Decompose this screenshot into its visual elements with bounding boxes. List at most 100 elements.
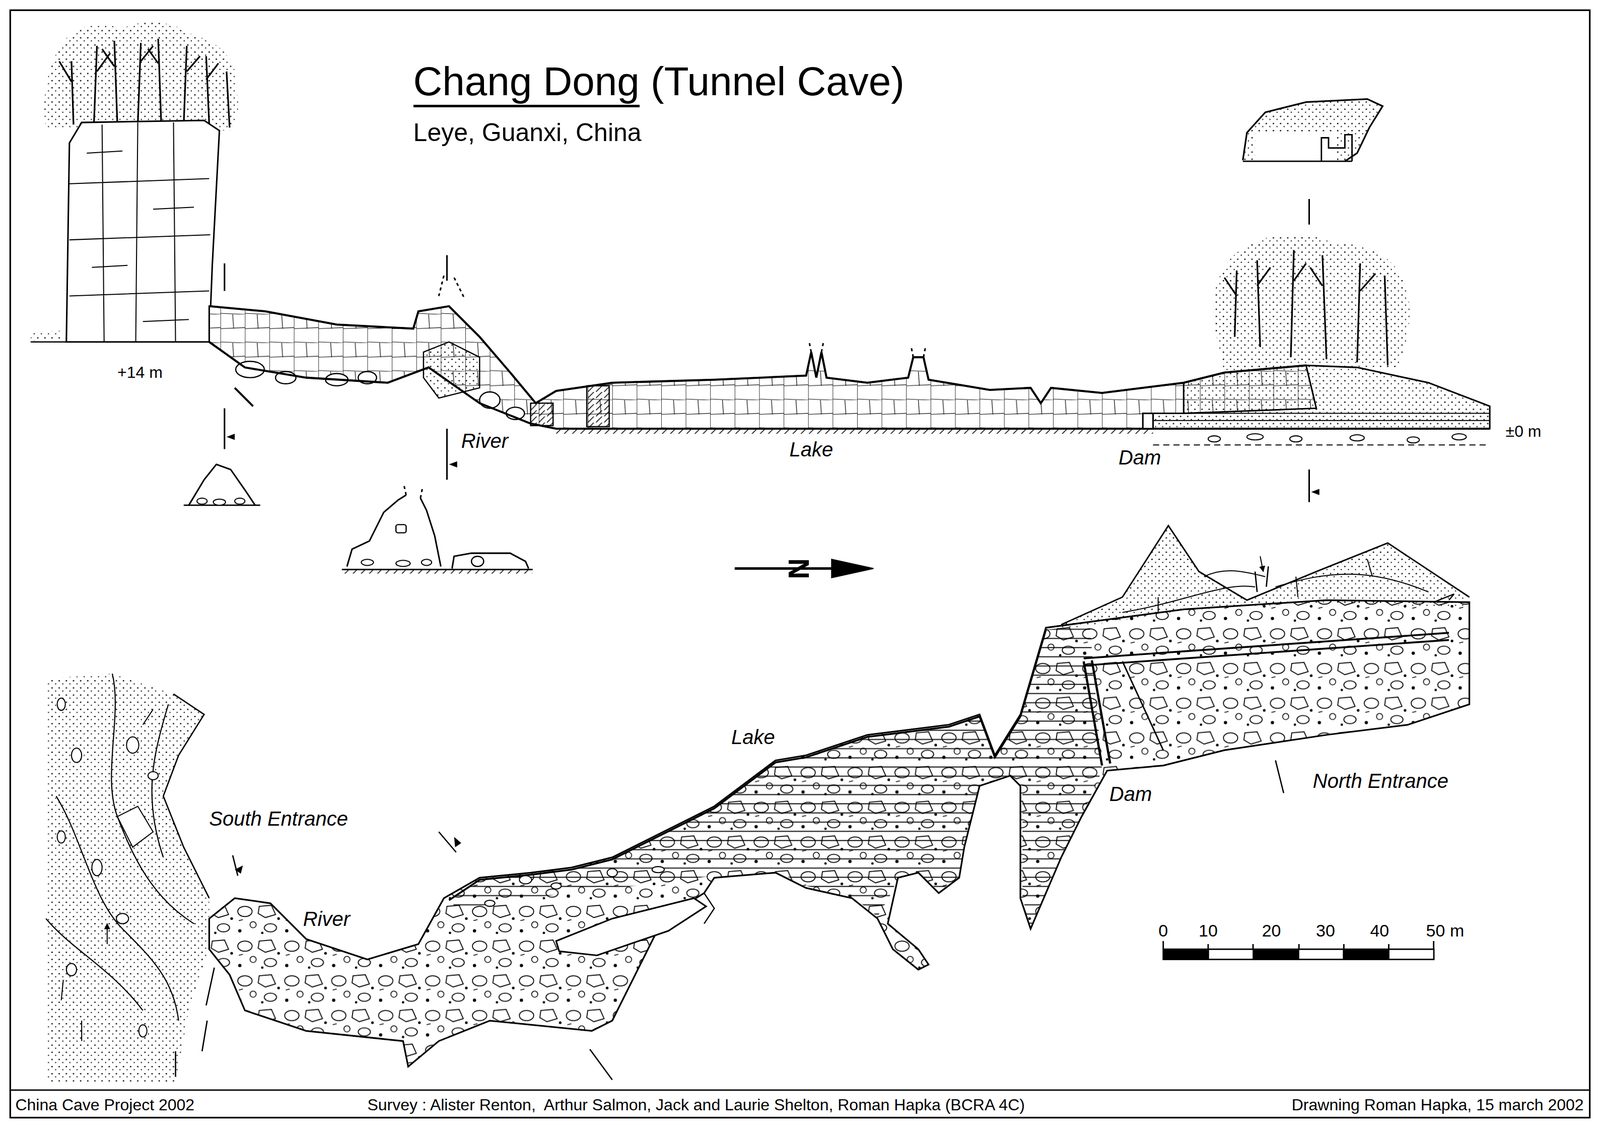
frame bbox=[10, 10, 1590, 1118]
survey-ellipse bbox=[234, 498, 245, 505]
survey-path bbox=[45, 673, 194, 1021]
survey-g bbox=[361, 559, 432, 567]
survey-path bbox=[1153, 365, 1491, 429]
survey-ellipse bbox=[1289, 435, 1302, 442]
survey-path bbox=[449, 629, 1047, 900]
survey-ellipse bbox=[421, 559, 432, 566]
survey-line bbox=[10, 1088, 1590, 1091]
survey-ellipse bbox=[519, 875, 532, 884]
survey-rect bbox=[1343, 948, 1389, 959]
survey-path bbox=[209, 306, 1306, 403]
scale-number: 30 bbox=[1315, 921, 1336, 940]
survey-path bbox=[831, 559, 874, 578]
survey-g bbox=[235, 341, 610, 427]
survey-rect bbox=[1298, 948, 1344, 959]
plan-section bbox=[45, 525, 1470, 1082]
survey-g bbox=[484, 866, 665, 907]
survey-ellipse bbox=[71, 747, 82, 762]
feature-label: North Entrance bbox=[1312, 769, 1449, 792]
survey-path bbox=[438, 275, 465, 299]
footer-text: Survey : Alister Renton, Arthur Salmon, … bbox=[367, 1096, 1025, 1115]
survey-path bbox=[809, 341, 926, 358]
scale-number: 50 m bbox=[1426, 921, 1465, 940]
survey-ellipse bbox=[126, 736, 139, 753]
survey-g bbox=[59, 38, 230, 128]
survey-path bbox=[346, 495, 441, 567]
elevation-label: ±0 m bbox=[1505, 422, 1542, 441]
north-letter: N bbox=[783, 558, 816, 580]
survey-ellipse bbox=[57, 830, 66, 843]
survey-path bbox=[403, 485, 423, 498]
footer-text: China Cave Project 2002 bbox=[15, 1096, 195, 1115]
survey-path bbox=[1061, 525, 1470, 625]
survey-rect bbox=[555, 428, 1153, 434]
survey-path bbox=[555, 897, 707, 955]
survey-rect bbox=[10, 10, 1590, 1118]
survey-path bbox=[30, 334, 62, 337]
survey-path bbox=[209, 599, 1470, 1067]
scale-number: 10 bbox=[1198, 921, 1218, 940]
survey-path bbox=[1122, 570, 1429, 613]
survey-ellipse bbox=[213, 499, 226, 506]
survey-path bbox=[1083, 632, 1449, 666]
survey-path bbox=[1242, 134, 1353, 162]
feature-label: Dam bbox=[1109, 782, 1152, 805]
survey-path bbox=[59, 38, 230, 128]
survey-rect bbox=[530, 402, 554, 426]
survey-path bbox=[163, 693, 210, 898]
survey-g bbox=[1208, 433, 1467, 443]
survey-ellipse bbox=[1407, 436, 1420, 443]
survey-path bbox=[1061, 525, 1470, 630]
survey-path bbox=[1153, 444, 1491, 446]
survey-rect bbox=[1388, 948, 1435, 959]
survey-path bbox=[234, 836, 462, 874]
survey-rect bbox=[341, 569, 533, 574]
survey-ellipse bbox=[116, 913, 129, 924]
survey-rect bbox=[586, 385, 610, 427]
survey-path bbox=[66, 120, 220, 342]
subtitle: Leye, Guanxi, China bbox=[413, 118, 642, 147]
survey-g bbox=[196, 498, 245, 506]
survey-ellipse bbox=[91, 859, 102, 876]
survey-path bbox=[30, 341, 220, 345]
survey-rect bbox=[1208, 948, 1254, 959]
survey-ellipse bbox=[148, 771, 159, 780]
survey-path bbox=[209, 306, 1316, 429]
survey-ellipse bbox=[479, 391, 501, 408]
survey-path bbox=[226, 433, 1320, 496]
survey-path bbox=[69, 122, 211, 342]
survey-rect bbox=[1255, 132, 1337, 161]
survey-rect bbox=[1253, 948, 1299, 959]
survey-path bbox=[45, 673, 210, 1082]
survey-ellipse bbox=[607, 868, 618, 877]
survey-path bbox=[1153, 413, 1491, 421]
feature-label: River bbox=[300, 907, 354, 930]
survey-path bbox=[1158, 555, 1373, 612]
elevation-label: +14 m bbox=[117, 363, 163, 382]
feature-label: Lake bbox=[789, 438, 833, 461]
feature-label: Dam bbox=[1118, 446, 1161, 469]
survey-path bbox=[1433, 593, 1455, 602]
survey-rect bbox=[395, 524, 406, 533]
survey-path bbox=[117, 806, 154, 848]
survey-ellipse bbox=[196, 498, 207, 505]
survey-ellipse bbox=[57, 698, 66, 711]
survey-path bbox=[1122, 661, 1164, 750]
survey-ellipse bbox=[1451, 433, 1467, 440]
title-underline bbox=[413, 104, 640, 108]
survey-path bbox=[232, 855, 238, 876]
survey-g bbox=[57, 698, 159, 1037]
survey-path bbox=[1163, 940, 1434, 949]
survey-rect bbox=[1163, 948, 1209, 959]
profile-section bbox=[30, 22, 1490, 574]
survey-ellipse bbox=[652, 866, 665, 873]
survey-path bbox=[1224, 249, 1388, 366]
scale-number: 0 bbox=[1158, 921, 1168, 940]
survey-path bbox=[44, 22, 239, 131]
survey-rect bbox=[1142, 413, 1153, 429]
scale-number: 40 bbox=[1369, 921, 1389, 940]
survey-path bbox=[704, 892, 715, 924]
survey-path bbox=[224, 198, 1310, 503]
survey-ellipse bbox=[395, 560, 410, 567]
survey-ellipse bbox=[1350, 434, 1365, 441]
